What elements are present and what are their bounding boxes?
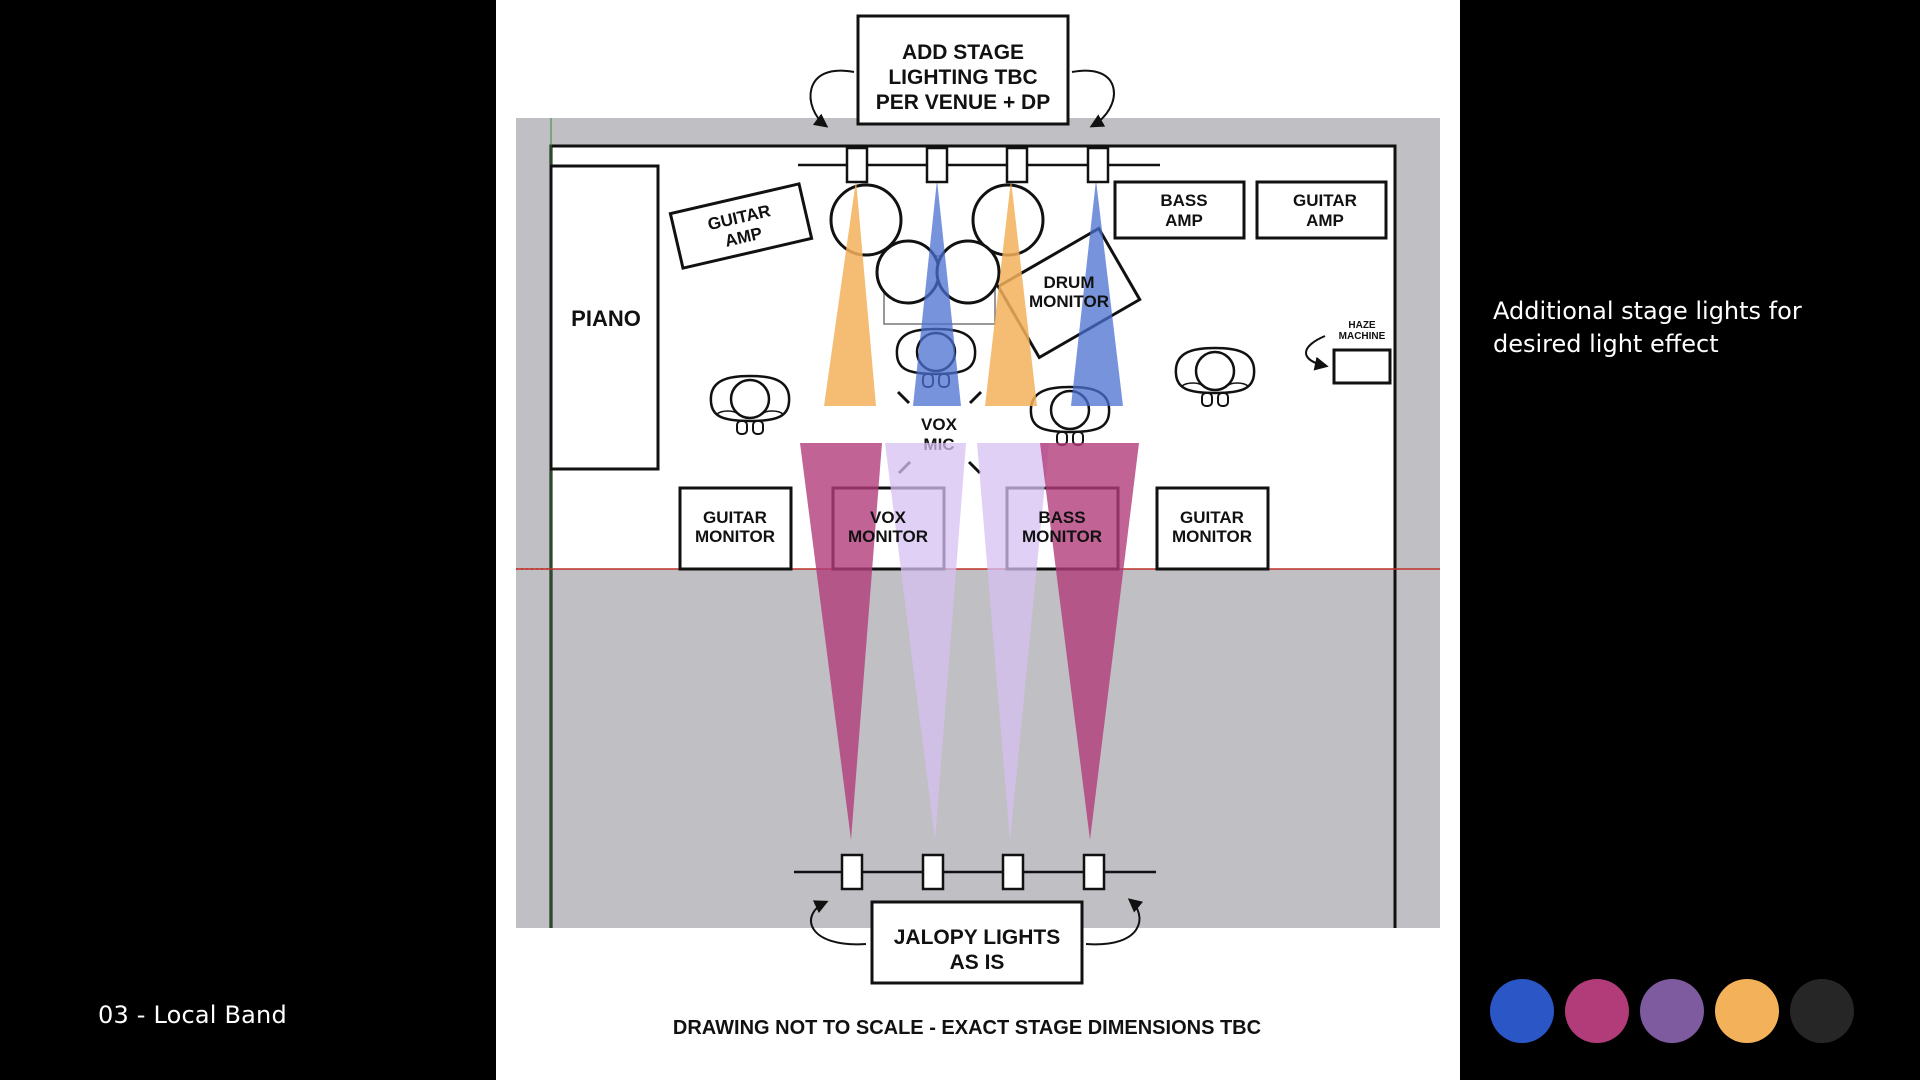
beam-amber-2 (985, 180, 1037, 406)
bottom-callout-arrow-right (1085, 898, 1144, 946)
guitar-monitor-right (1155, 486, 1270, 571)
bottom-callout-arrow-left (810, 900, 867, 946)
bottom-callout: JALOPY LIGHTS AS IS (810, 898, 1144, 985)
bass-amp-line1: BASS (1160, 191, 1207, 210)
piano (549, 164, 660, 471)
guitar-amp-right-line2: AMP (1306, 211, 1344, 230)
musician-guitar (1174, 346, 1256, 407)
top-callout-line2: LIGHTING TBC (888, 66, 1037, 89)
upstage-light-truss (798, 146, 1160, 184)
drum-monitor-line2: MONITOR (1029, 292, 1109, 311)
downstage-light-truss (794, 853, 1156, 891)
top-callout-arrow-left (809, 69, 855, 128)
top-callout-line3: PER VENUE + DP (876, 91, 1050, 114)
bass-amp-line2: AMP (1165, 211, 1203, 230)
slide-label: 03 - Local Band (98, 1001, 287, 1029)
top-callout: ADD STAGE LIGHTING TBC PER VENUE + DP (809, 14, 1115, 128)
beam-magenta-2 (1040, 443, 1139, 840)
vox-monitor-line1: VOX (870, 508, 907, 527)
drawing-footer-note: DRAWING NOT TO SCALE - EXACT STAGE DIMEN… (673, 1017, 1261, 1039)
guitar-monitor-right-line2: MONITOR (1172, 527, 1252, 546)
musician-keys (709, 374, 791, 435)
beam-lavender-2 (977, 443, 1049, 840)
swatch-magenta (1565, 979, 1629, 1043)
haze-machine-line1: HAZE (1348, 320, 1376, 331)
guitar-monitor-right-line1: GUITAR (1180, 508, 1244, 527)
haze-machine-line2: MACHINE (1339, 331, 1386, 342)
beam-blue-2 (1071, 180, 1123, 406)
beam-blue-1 (913, 180, 961, 406)
bass-monitor-line2: MONITOR (1022, 527, 1102, 546)
top-callout-line1: ADD STAGE (902, 41, 1024, 64)
bottom-callout-line2: AS IS (950, 951, 1005, 974)
vox-monitor-line2: MONITOR (848, 527, 928, 546)
guitar-amp-right-line1: GUITAR (1293, 191, 1357, 210)
swatch-amber (1715, 979, 1779, 1043)
guitar-amp-left: GUITAR AMP (668, 182, 814, 270)
guitar-monitor-left-line1: GUITAR (703, 508, 767, 527)
top-callout-arrow-right (1071, 69, 1115, 128)
beam-lavender-1 (885, 443, 966, 840)
drum-monitor-line1: DRUM (1044, 273, 1095, 292)
vox-mic-line1: VOX (921, 415, 958, 434)
swatch-charcoal (1790, 979, 1854, 1043)
beam-amber-1 (824, 180, 876, 406)
guitar-monitor-left-line2: MONITOR (695, 527, 775, 546)
side-note: Additional stage lights for desired ligh… (1493, 297, 1802, 358)
beam-magenta-1 (800, 443, 882, 840)
guitar-amp-right (1255, 180, 1388, 240)
bass-monitor-line1: BASS (1038, 508, 1085, 527)
swatch-purple (1640, 979, 1704, 1043)
bass-amp (1113, 180, 1246, 240)
swatch-blue (1490, 979, 1554, 1043)
piano-label: PIANO (571, 306, 641, 331)
guitar-monitor-left (678, 486, 793, 571)
bottom-callout-line1: JALOPY LIGHTS (894, 926, 1060, 949)
stage-plot-drawing: PIANO GUITAR AMP BASS AMP GUITAR AMP HAZ… (496, 0, 1460, 1080)
haze-machine: HAZE MACHINE (1305, 320, 1392, 385)
